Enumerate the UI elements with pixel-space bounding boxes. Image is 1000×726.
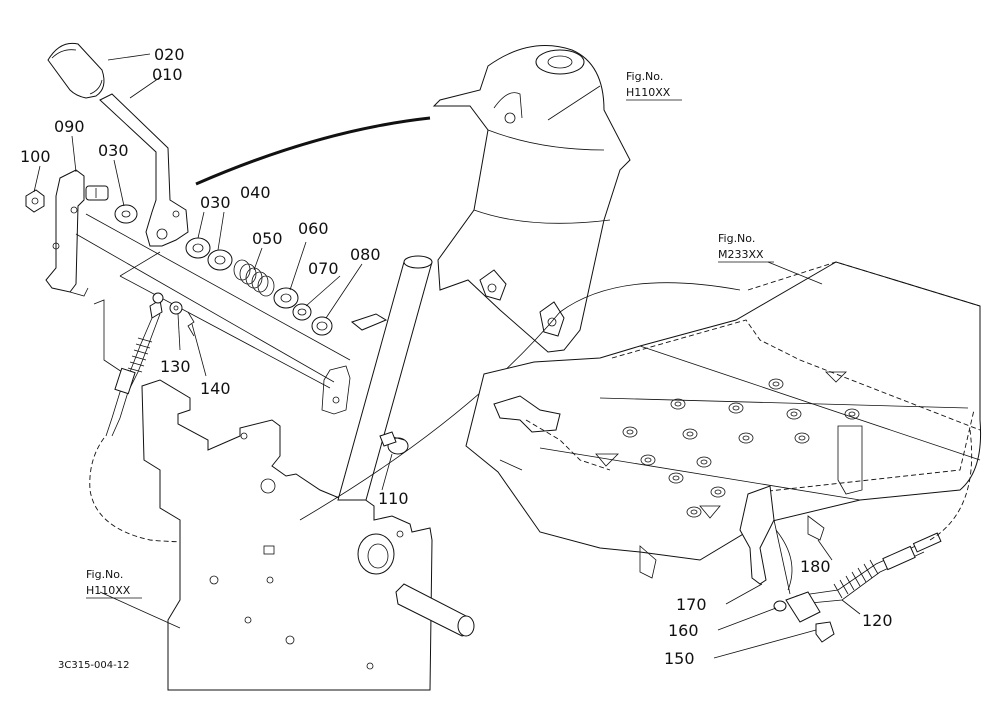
tower-housing — [432, 45, 631, 353]
part-label-040: 040 — [240, 183, 271, 202]
part-label-110: 110 — [378, 489, 409, 508]
washer-070 — [292, 303, 312, 321]
part-label-150: 150 — [664, 649, 695, 668]
fig-ref-right-line1: Fig.No. — [718, 232, 755, 245]
bushing-080 — [311, 316, 333, 336]
fig-ref-right-line2: M233XX — [718, 248, 764, 261]
fig-ref-bottom-line1: Fig.No. — [86, 568, 123, 581]
bolt-110 — [379, 431, 409, 455]
bolt — [85, 185, 109, 201]
tube-post — [321, 255, 433, 501]
cable-lower — [739, 485, 942, 643]
nut — [25, 189, 45, 213]
bracket-plate — [45, 169, 89, 297]
part-label-130: 130 — [160, 357, 191, 376]
washer-040 — [207, 249, 233, 271]
drawing-code: 3C315-004-12 — [58, 660, 129, 671]
fig-ref-top-line2: H110XX — [626, 86, 671, 99]
part-label-020: 020 — [154, 45, 185, 64]
part-label-070: 070 — [308, 259, 339, 278]
part-label-030-a: 030 — [98, 141, 129, 160]
fig-ref-top-line1: Fig.No. — [626, 70, 663, 83]
spring-050 — [233, 259, 275, 297]
part-label-050: 050 — [252, 229, 283, 248]
part-label-160: 160 — [668, 621, 699, 640]
cable-upper — [105, 292, 164, 437]
washer — [114, 204, 138, 224]
fig-ref-bottom-line2: H110XX — [86, 584, 131, 597]
frame-lower-left — [141, 379, 475, 691]
floor-plate — [465, 261, 982, 579]
lever-knob — [47, 42, 105, 99]
washer-030b — [185, 237, 211, 259]
part-label-060: 060 — [298, 219, 329, 238]
part-label-180: 180 — [800, 557, 831, 576]
washer-060 — [273, 287, 299, 309]
lever-arm — [99, 93, 189, 247]
part-label-120: 120 — [862, 611, 893, 630]
part-label-140: 140 — [200, 379, 231, 398]
part-label-030-b: 030 — [200, 193, 231, 212]
part-label-090: 090 — [54, 117, 85, 136]
part-label-080: 080 — [350, 245, 381, 264]
part-label-170: 170 — [676, 595, 707, 614]
part-label-010: 010 — [152, 65, 183, 84]
part-label-100: 100 — [20, 147, 51, 166]
